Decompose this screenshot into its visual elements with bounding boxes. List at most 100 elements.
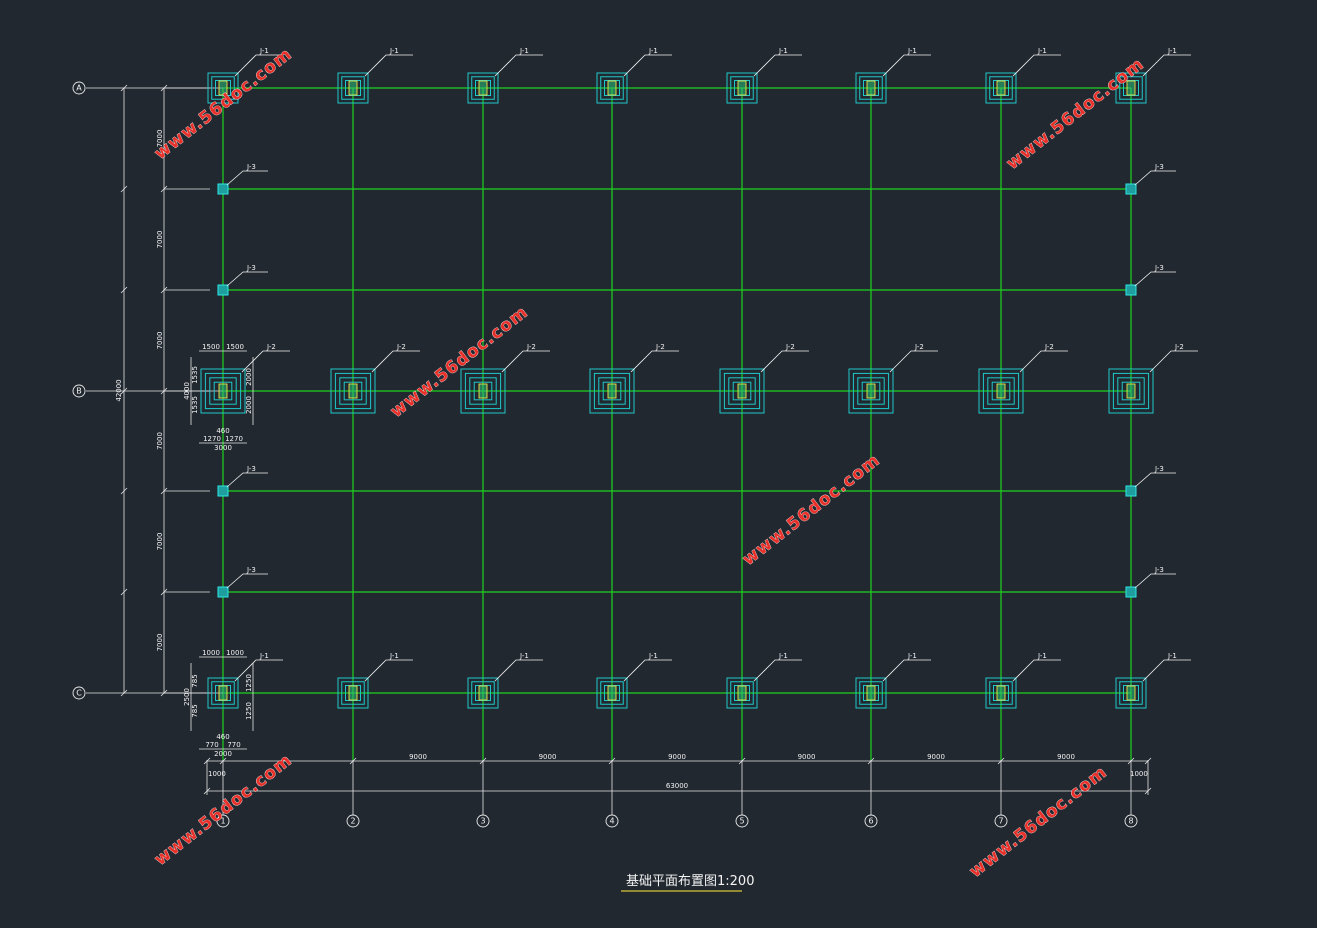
- footing-ring: [473, 381, 493, 401]
- footing-ring: [978, 368, 1024, 414]
- axis-label: 5: [739, 817, 744, 826]
- footing-ring: [852, 372, 890, 410]
- footing-label: J-1: [648, 652, 658, 660]
- footing-label: J-2: [1174, 343, 1184, 351]
- axis-label: 4: [609, 817, 614, 826]
- detail-j1-center: 460: [216, 733, 229, 741]
- footing-label: J-2: [914, 343, 924, 351]
- column-outline: [866, 383, 876, 399]
- footing-leader: [234, 659, 283, 682]
- axis-circle: [864, 814, 878, 828]
- column-outline: [737, 80, 747, 96]
- column-outline: [1126, 383, 1136, 399]
- column-fill: [997, 81, 1005, 95]
- footing-j1-row-A: J-1: [1115, 47, 1191, 104]
- column-fill: [867, 686, 875, 700]
- footing-ring: [209, 377, 237, 405]
- column-outline: [478, 80, 488, 96]
- footing-j1-row-C: J-1: [467, 652, 543, 709]
- axis-circle: [72, 81, 86, 95]
- footing-label: J-2: [266, 343, 276, 351]
- footing-j1-row-C: J-1: [1115, 652, 1191, 709]
- footing-j2-row-B: J-2: [200, 343, 290, 414]
- footing-ring: [1115, 677, 1147, 709]
- footing-leader: [226, 170, 268, 186]
- detail-j1-top-w1: 1000: [202, 649, 220, 657]
- footing-ring: [991, 381, 1011, 401]
- footing-ring: [730, 681, 754, 705]
- footing-label: J-1: [259, 47, 269, 55]
- column-outline: [996, 383, 1006, 399]
- dim-tick: [120, 487, 128, 495]
- detail-j2-inner-a: 1535: [191, 366, 199, 384]
- axis-bubble-col-8: 8: [1124, 760, 1138, 828]
- footing-ring: [345, 685, 361, 701]
- footing-j1-row-C: J-1: [726, 652, 802, 709]
- footing-j3: J-3: [1125, 566, 1176, 598]
- axis-circle: [216, 814, 230, 828]
- footing-ring: [848, 368, 894, 414]
- footing-leader: [1149, 350, 1198, 373]
- footing-ring: [598, 377, 626, 405]
- footing-leader: [1012, 54, 1061, 77]
- footing-leader: [226, 573, 268, 589]
- column-outline: [478, 383, 488, 399]
- footing-ring: [993, 80, 1009, 96]
- detail-j2-left-v: 4000: [183, 382, 191, 400]
- footing-leader: [494, 659, 543, 682]
- axis-label: 2: [350, 817, 355, 826]
- footing-ring: [211, 681, 235, 705]
- footing-ring: [600, 681, 624, 705]
- footing-label: J-3: [1154, 163, 1164, 171]
- detail-j1-side-h2: 1250: [245, 702, 253, 720]
- dim-text-edge-right: 1000: [1130, 770, 1148, 778]
- footing-ring: [859, 681, 883, 705]
- footing-ring: [989, 76, 1013, 100]
- detail-j2-center: 460: [216, 427, 229, 435]
- dim-text-bay: 9000: [668, 753, 686, 761]
- footing-ring: [339, 377, 367, 405]
- footing-label: J-1: [519, 652, 529, 660]
- footing-j3: J-3: [217, 465, 268, 497]
- dim-text-edge-left: 1000: [208, 770, 226, 778]
- column-fill: [738, 81, 746, 95]
- axis-circle: [994, 814, 1008, 828]
- footing-ring: [200, 368, 246, 414]
- footing-label: J-3: [1154, 264, 1164, 272]
- detail-j1-side-h1: 1250: [245, 674, 253, 692]
- column-outline: [1126, 685, 1136, 701]
- dim-tick: [203, 787, 211, 795]
- axis-bubble-col-1: 1: [216, 760, 230, 828]
- dim-text-overall-width: 42000: [115, 379, 123, 401]
- axis-bubble-row-C: C: [72, 686, 86, 700]
- column-fill: [219, 384, 227, 398]
- dim-text-spacing: 7000: [156, 130, 164, 148]
- dim-tick: [1144, 787, 1152, 795]
- footing-ring: [589, 368, 635, 414]
- footing-ring: [857, 377, 885, 405]
- drawing-title: 基础平面布置图1:200: [626, 874, 754, 889]
- footing-leader: [494, 54, 543, 77]
- dim-text-spacing: 7000: [156, 231, 164, 249]
- footing-leader: [630, 350, 679, 373]
- detail-j2-small-a: 1270: [203, 435, 221, 443]
- column-outline: [348, 383, 358, 399]
- detail-j1-left-v: 2500: [183, 688, 191, 706]
- footing-ring: [593, 372, 631, 410]
- footing-j3-box: [217, 485, 229, 497]
- dim-text-bay: 9000: [409, 753, 427, 761]
- footing-label: J-2: [655, 343, 665, 351]
- footing-ring: [985, 72, 1017, 104]
- axis-bubble-col-5: 5: [735, 760, 749, 828]
- detail-j1-bottom-total: 2000: [214, 750, 232, 758]
- detail-j2-bottom-total: 3000: [214, 444, 232, 452]
- footing-leader: [753, 54, 802, 77]
- footing-j2-row-B: J-2: [848, 343, 938, 414]
- footing-j3: J-3: [1125, 264, 1176, 296]
- footing-ring: [604, 685, 620, 701]
- column-outline: [866, 80, 876, 96]
- footing-label: J-3: [246, 465, 256, 473]
- footing-ring: [1119, 76, 1143, 100]
- footing-leader: [1012, 659, 1061, 682]
- footing-label: J-3: [1154, 465, 1164, 473]
